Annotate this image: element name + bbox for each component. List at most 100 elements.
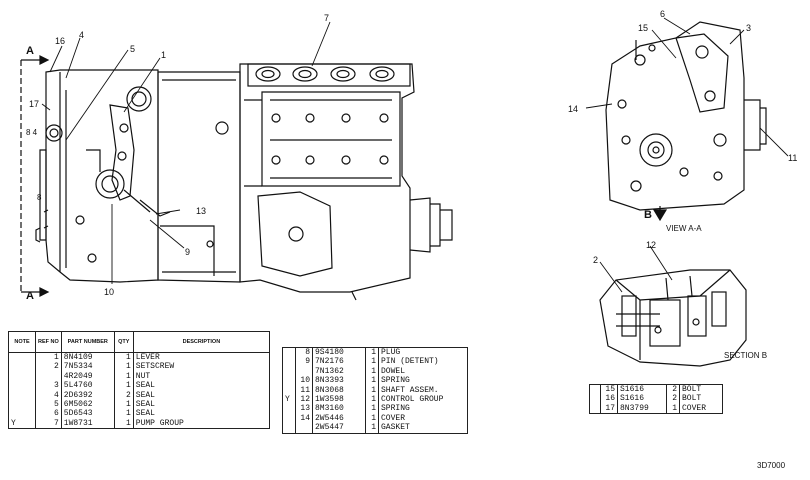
row-part: 2W5447 (312, 423, 366, 434)
row-note (282, 376, 296, 386)
row-desc: SETSCREW (132, 362, 271, 372)
callout-11: 11 (788, 153, 798, 163)
row-part: 8N3799 (617, 403, 667, 415)
row-ref: 10 (295, 376, 313, 386)
callout-3: 3 (746, 23, 752, 33)
row-note (8, 409, 36, 419)
row-desc: SEAL (132, 390, 271, 401)
row-desc: SPRING (378, 376, 468, 386)
row-note (589, 403, 601, 415)
row-note (8, 390, 36, 401)
row-note (282, 347, 296, 358)
row-part: 2W5446 (312, 413, 366, 424)
row-note (282, 423, 296, 434)
row-note (589, 384, 601, 395)
callout-6: 6 (660, 9, 666, 19)
row-note (8, 371, 36, 382)
row-part: 7N5334 (60, 362, 115, 372)
row-part: S1616 (617, 384, 667, 395)
callout-2: 2 (593, 255, 599, 265)
injection-pump-body (239, 63, 453, 301)
row-ref: 12 (295, 395, 313, 405)
callout-7: 7 (324, 13, 330, 23)
row-ref: 7 (35, 418, 62, 430)
row-part: 1W3598 (312, 395, 366, 405)
row-qty: 1 (365, 357, 379, 367)
row-qty: 2 (666, 394, 680, 404)
row-ref (295, 423, 313, 434)
callout-4: 4 (79, 30, 85, 40)
row-ref: 15 (600, 384, 618, 395)
callout-14: 14 (568, 104, 579, 114)
row-ref: 9 (295, 357, 313, 367)
row-qty: 1 (113, 362, 134, 372)
row-part: S1616 (617, 394, 667, 404)
row-qty: 1 (365, 385, 379, 396)
row-qty: 1 (113, 409, 134, 419)
row-desc: PIN (DETENT) (378, 357, 468, 367)
row-qty: 1 (113, 352, 134, 363)
row-desc: CONTROL GROUP (378, 395, 468, 405)
row-ref: 11 (295, 385, 313, 396)
section-label-a-bottom: A (26, 290, 34, 302)
view-a-a-illustration (605, 21, 767, 222)
row-qty: 2 (113, 390, 134, 401)
row-qty: 1 (365, 347, 379, 358)
row-part: 7N1362 (312, 366, 366, 377)
row-desc: BOLT (679, 384, 723, 395)
row-desc: BOLT (679, 394, 723, 404)
callout-13: 13 (196, 206, 207, 216)
row-part: 4R2049 (60, 371, 115, 382)
row-note (8, 400, 36, 410)
row-qty: 1 (365, 366, 379, 377)
callout-1: 1 (161, 50, 167, 60)
row-ref: 4 (35, 390, 62, 401)
row-note (282, 413, 296, 424)
row-note (282, 404, 296, 414)
row-qty: 1 (113, 400, 134, 410)
callout-17: 17 (29, 99, 40, 109)
row-desc: PLUG (378, 347, 468, 358)
section-label-a-top: A (26, 45, 34, 57)
row-desc: SEAL (132, 381, 271, 391)
section-line-a (20, 55, 50, 297)
row-desc: PUMP GROUP (132, 418, 271, 430)
row-desc: LEVER (132, 352, 271, 363)
row-qty: 1 (666, 403, 680, 415)
row-part: 5D6543 (60, 409, 115, 419)
row-note (8, 352, 36, 363)
row-ref: 1 (35, 352, 62, 363)
row-qty: 1 (113, 371, 134, 382)
side-note-b: 8 (37, 193, 42, 202)
center-housing (157, 71, 241, 283)
row-desc: COVER (679, 403, 723, 415)
row-qty: 1 (365, 404, 379, 414)
side-note: 8 4 (26, 128, 38, 137)
row-desc: DOWEL (378, 366, 468, 377)
row-part: 8N3068 (312, 385, 366, 396)
parts-table-header: NOTE REF NO PART NUMBER QTY DESCRIPTION (8, 331, 271, 353)
row-desc: COVER (378, 413, 468, 424)
row-part: 1W8731 (60, 418, 115, 430)
row-desc: SEAL (132, 400, 271, 410)
row-desc: NUT (132, 371, 271, 382)
row-ref (35, 371, 62, 382)
row-note (8, 362, 36, 372)
parts-table-1: NOTE REF NO PART NUMBER QTY DESCRIPTION … (8, 331, 271, 430)
row-qty: 1 (365, 423, 379, 434)
row-part: 9S4180 (312, 347, 366, 358)
row-note (282, 357, 296, 367)
leader-lines (41, 17, 789, 293)
row-ref: 2 (35, 362, 62, 372)
